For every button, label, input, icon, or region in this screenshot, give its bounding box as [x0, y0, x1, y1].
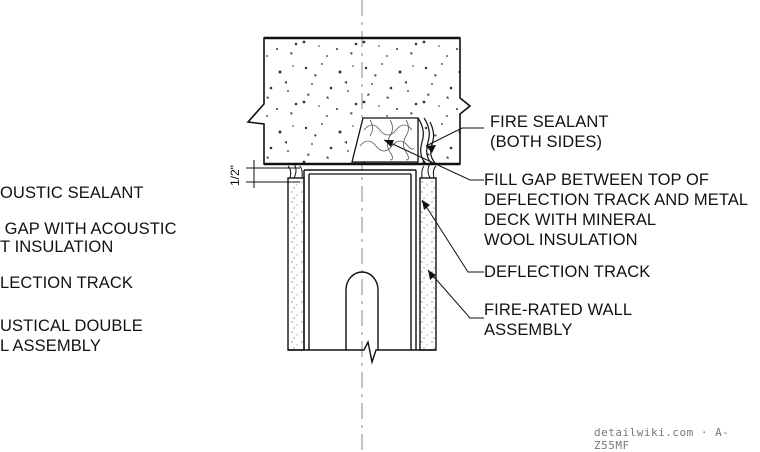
fill-gap-label-2: DEFLECTION TRACK AND METAL [484, 191, 749, 209]
gypsum-left [287, 177, 305, 351]
left-deflection-label: LECTION TRACK [0, 274, 134, 292]
acoustic-gap-label-2: T INSULATION [0, 238, 114, 256]
fill-gap-label-3: DECK WITH MINERAL [484, 211, 657, 229]
acoustic-gap-label-1: GAP WITH ACOUSTIC [0, 220, 177, 238]
fire-sealant [417, 117, 427, 165]
deflection-track-label: DEFLECTION TRACK [484, 263, 651, 281]
stud-slot [345, 271, 379, 350]
fire-sealant-label-1: FIRE SEALANT [490, 113, 609, 131]
double-wall-label-1: USTICAL DOUBLE [0, 317, 143, 335]
fill-gap-label-4: WOOL INSULATION [484, 231, 638, 249]
fill-gap-label-1: FILL GAP BETWEEN TOP OF [484, 171, 710, 189]
leaders [383, 127, 484, 319]
watermark: detailwiki.com · A-Z55MF [594, 426, 730, 452]
fire-sealant-label-2: (BOTH SIDES) [490, 133, 603, 151]
dimension-label: 1/2" [228, 165, 242, 186]
double-wall-label-2: L ASSEMBLY [0, 337, 101, 355]
fire-rated-wall-label-1: FIRE-RATED WALL [484, 301, 633, 319]
break-line [288, 339, 436, 365]
acoustic-sealant-label: OUSTIC SEALANT [0, 184, 144, 202]
fire-rated-wall-label-2: ASSEMBLY [484, 321, 573, 339]
